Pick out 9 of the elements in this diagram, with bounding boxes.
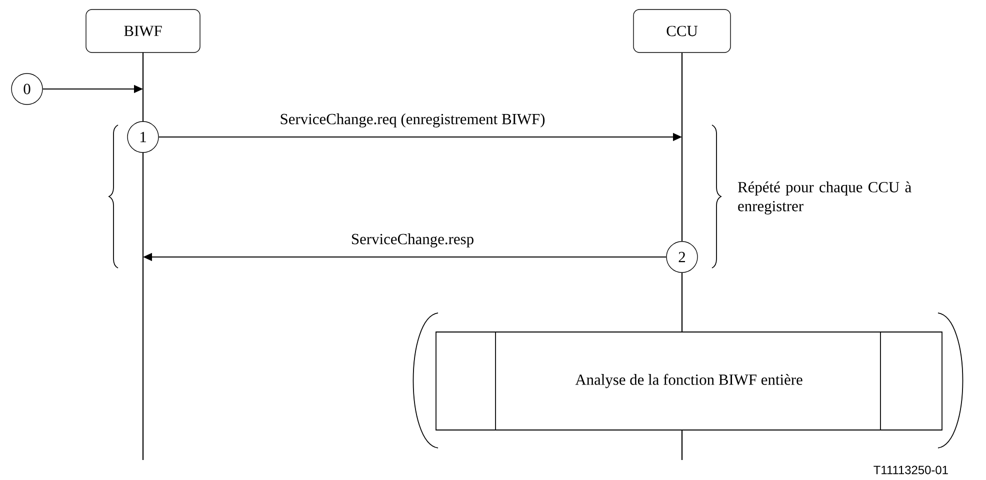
procedure-box: Analyse de la fonction BIWF entière (436, 331, 942, 431)
participant-box: CCU (633, 9, 731, 53)
lifeline (681, 272, 683, 332)
participant-box: BIWF (86, 9, 200, 53)
figure-code: T11113250-01 (874, 466, 948, 474)
edge-label: ServiceChange.resp (352, 233, 474, 248)
note: Répété pour chaque CCU à enregistrer (738, 182, 912, 214)
edge-label: ServiceChange.req (enregistrement BIWF) (280, 113, 545, 128)
lifeline (681, 52, 683, 242)
